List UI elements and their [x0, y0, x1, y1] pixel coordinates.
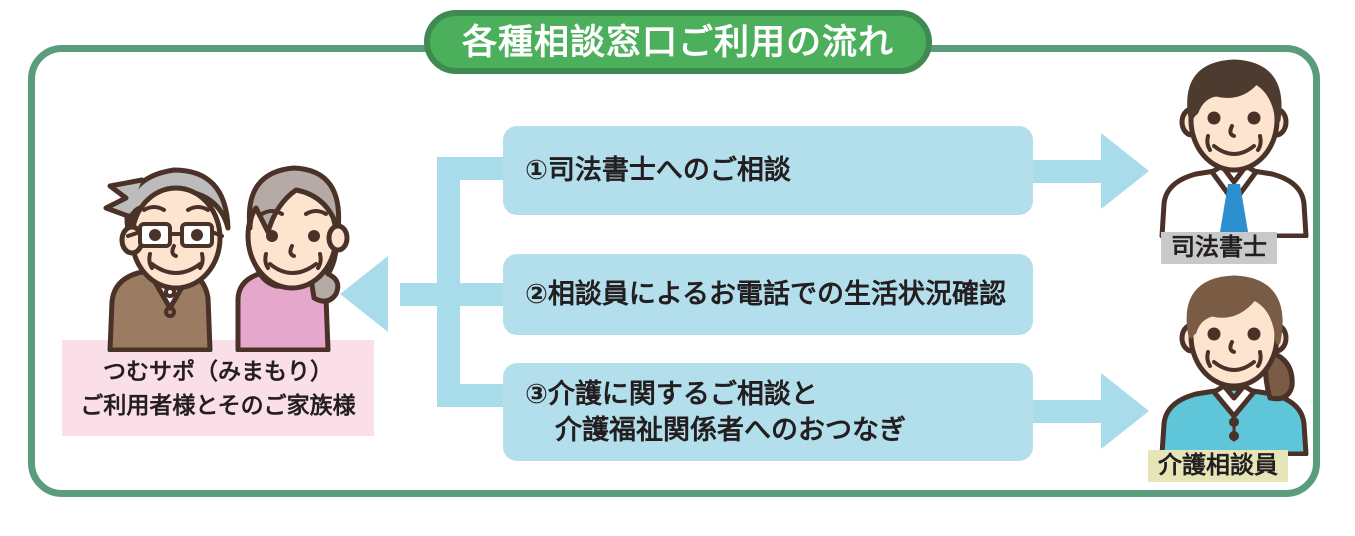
client-caption-line-2: ご利用者様とそのご家族様 [80, 392, 356, 418]
connector-stub-step1 [437, 157, 515, 180]
connector-stub-step2 [400, 283, 515, 306]
badge-scrivener-label: 司法書士 [1171, 234, 1267, 261]
step-box-3[interactable]: ③介護に関するご相談と 介護福祉関係者へのおつなぎ [503, 363, 1033, 461]
badge-counselor-label: 介護相談員 [1158, 452, 1278, 479]
counselor-illustration [1144, 274, 1324, 456]
step-3-line-2: 介護福祉関係者へのおつなぎ [555, 415, 906, 445]
connector-stub-step3 [437, 384, 515, 407]
arrow-to-scrivener [1101, 133, 1149, 209]
client-caption: つむサポ（みまもり） ご利用者様とそのご家族様 [62, 340, 374, 436]
diagram-title-pill: 各種相談窓口ご利用の流れ [424, 10, 932, 74]
elderly-couple-illustration [70, 112, 370, 352]
connector-step3-to-counselor [1023, 400, 1101, 423]
arrow-to-counselor [1101, 373, 1149, 449]
arrow-to-client [340, 256, 388, 332]
client-caption-line-1: つむサポ（みまもり） [103, 357, 333, 384]
step-3-line-1: ③介護に関するご相談と [525, 378, 818, 409]
step-1-line-1: ①司法書士へのご相談 [525, 155, 791, 186]
scrivener-illustration [1144, 56, 1324, 238]
page-title: 各種相談窓口ご利用の流れ [461, 22, 894, 62]
step-2-line-1: ②相談員によるお電話での生活状況確認 [525, 279, 1007, 310]
badge-scrivener: 司法書士 [1161, 232, 1277, 264]
badge-counselor: 介護相談員 [1148, 450, 1288, 482]
step-box-1[interactable]: ①司法書士へのご相談 [503, 126, 1033, 215]
step-box-2[interactable]: ②相談員によるお電話での生活状況確認 [503, 254, 1033, 335]
connector-step1-to-scrivener [1023, 160, 1101, 183]
connector-vertical-trunk [437, 157, 460, 407]
